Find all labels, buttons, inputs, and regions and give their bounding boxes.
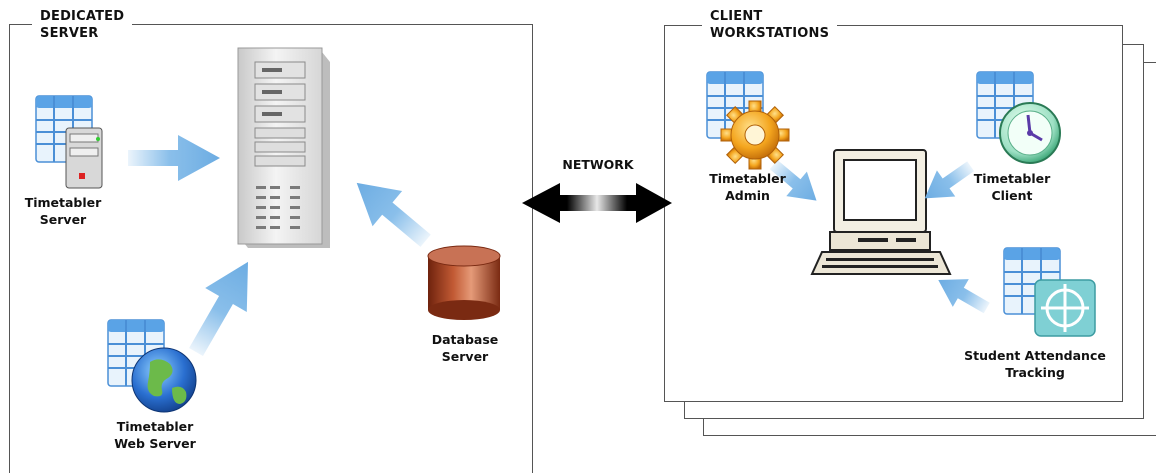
client-workstations-title: CLIENT WORKSTATIONS [702, 8, 838, 42]
arrow-attendance-to-pc [938, 279, 990, 314]
database-cylinder-icon [427, 245, 501, 320]
arrow-client-to-pc [924, 161, 975, 199]
network-double-arrow [522, 183, 672, 223]
database-server-label: Database Server [431, 332, 499, 364]
timetabler-client-icon [976, 71, 1061, 164]
arrow-admin-to-pc [769, 159, 817, 201]
timetabler-admin-label: Timetabler Admin [709, 171, 786, 203]
timetabler-web-server-label: Timetabler Web Server [114, 419, 196, 451]
server-tower-icon [237, 47, 330, 248]
student-attendance-icon [1003, 247, 1096, 337]
client-workstations-title-line1: CLIENT [710, 9, 763, 24]
dedicated-server-title-line2: SERVER [40, 26, 99, 41]
timetabler-server-icon [35, 95, 103, 189]
client-workstations-title-line2: WORKSTATIONS [710, 26, 830, 41]
dedicated-server-title: DEDICATED SERVER [32, 8, 133, 42]
network-label: NETWORK [562, 157, 634, 172]
arrow-db-to-tower [356, 182, 431, 247]
arrow-server-to-tower [128, 135, 220, 181]
dedicated-server-title-line1: DEDICATED [40, 9, 125, 24]
student-attendance-label: Student Attendance Tracking [964, 348, 1106, 380]
arrow-web-to-tower [189, 261, 248, 356]
timetabler-web-server-icon [107, 319, 197, 413]
timetabler-client-label: Timetabler Client [973, 171, 1051, 203]
timetabler-server-label: Timetabler Server [24, 195, 102, 227]
workstation-computer-icon [810, 149, 952, 275]
timetabler-admin-icon [706, 71, 790, 170]
